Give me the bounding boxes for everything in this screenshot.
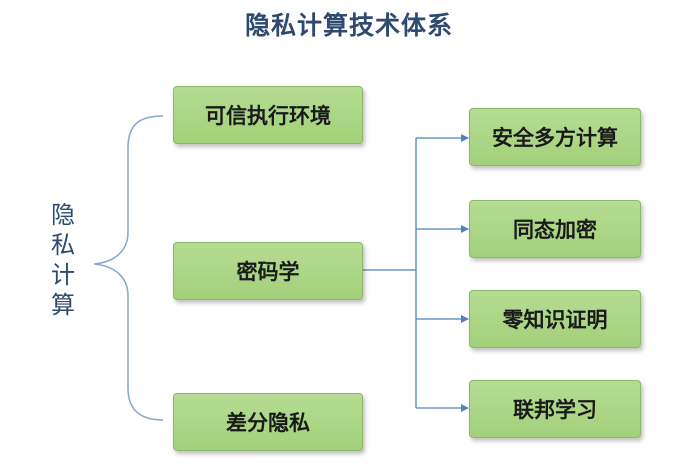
diagram-title: 隐私计算技术体系: [244, 11, 453, 40]
root-brace: [93, 115, 164, 421]
root-char-4: 算: [51, 291, 75, 319]
node-cryptography-label: 密码学: [236, 260, 300, 284]
root-char-2: 私: [51, 231, 75, 259]
root-char-1: 隐: [51, 201, 75, 229]
node-zero-knowledge-proof: 零知识证明: [469, 290, 641, 348]
node-tee-label: 可信执行环境: [205, 104, 331, 128]
root-node-label: 隐 私 计 算: [44, 200, 82, 320]
node-cryptography: 密码学: [173, 242, 363, 300]
node-tee: 可信执行环境: [173, 86, 363, 144]
node-federated-learning-label: 联邦学习: [513, 398, 597, 422]
node-differential-privacy-label: 差分隐私: [226, 411, 310, 435]
node-mpc: 安全多方计算: [469, 108, 641, 166]
node-mpc-label: 安全多方计算: [492, 126, 618, 150]
node-homomorphic-encryption: 同态加密: [469, 200, 641, 258]
node-homomorphic-encryption-label: 同态加密: [513, 218, 597, 242]
node-federated-learning: 联邦学习: [469, 380, 641, 438]
node-zero-knowledge-proof-label: 零知识证明: [502, 308, 608, 332]
node-differential-privacy: 差分隐私: [173, 393, 363, 451]
root-char-3: 计: [51, 261, 75, 289]
